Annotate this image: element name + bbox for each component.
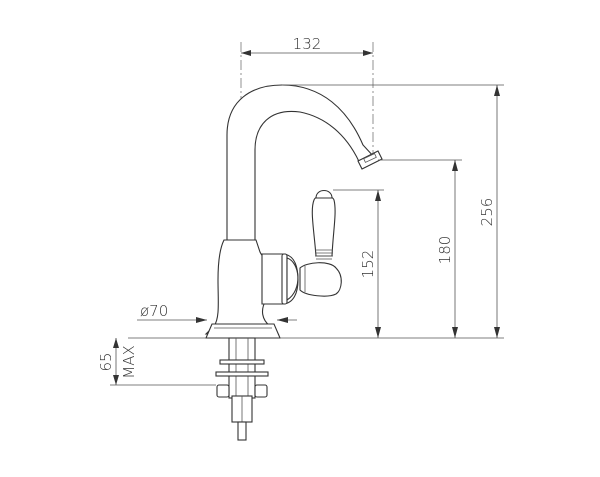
mixer-body [204, 239, 299, 339]
dimension-outlet-height: 180 [436, 160, 458, 338]
extension-lines [110, 84, 504, 386]
dimension-spout-reach: 132 [241, 35, 373, 56]
dimension-total-height: 256 [478, 85, 500, 338]
mounting-hardware [215, 337, 269, 441]
dim-65-text: 65 [97, 352, 115, 371]
dim-256-text: 256 [478, 198, 496, 227]
lever-handle [299, 189, 342, 297]
dim-152-text: 152 [359, 250, 377, 279]
dim-132-text: 132 [293, 35, 322, 53]
dim-max-label: MAX [120, 345, 138, 378]
dimension-deck-thickness: 65 MAX [97, 338, 138, 385]
dim-70-text: ø70 [140, 302, 168, 320]
dim-180-text: 180 [436, 236, 454, 265]
dimension-base-diameter: ø70 [137, 302, 297, 323]
spout [226, 84, 383, 241]
dimension-handle-height: 152 [359, 190, 381, 338]
